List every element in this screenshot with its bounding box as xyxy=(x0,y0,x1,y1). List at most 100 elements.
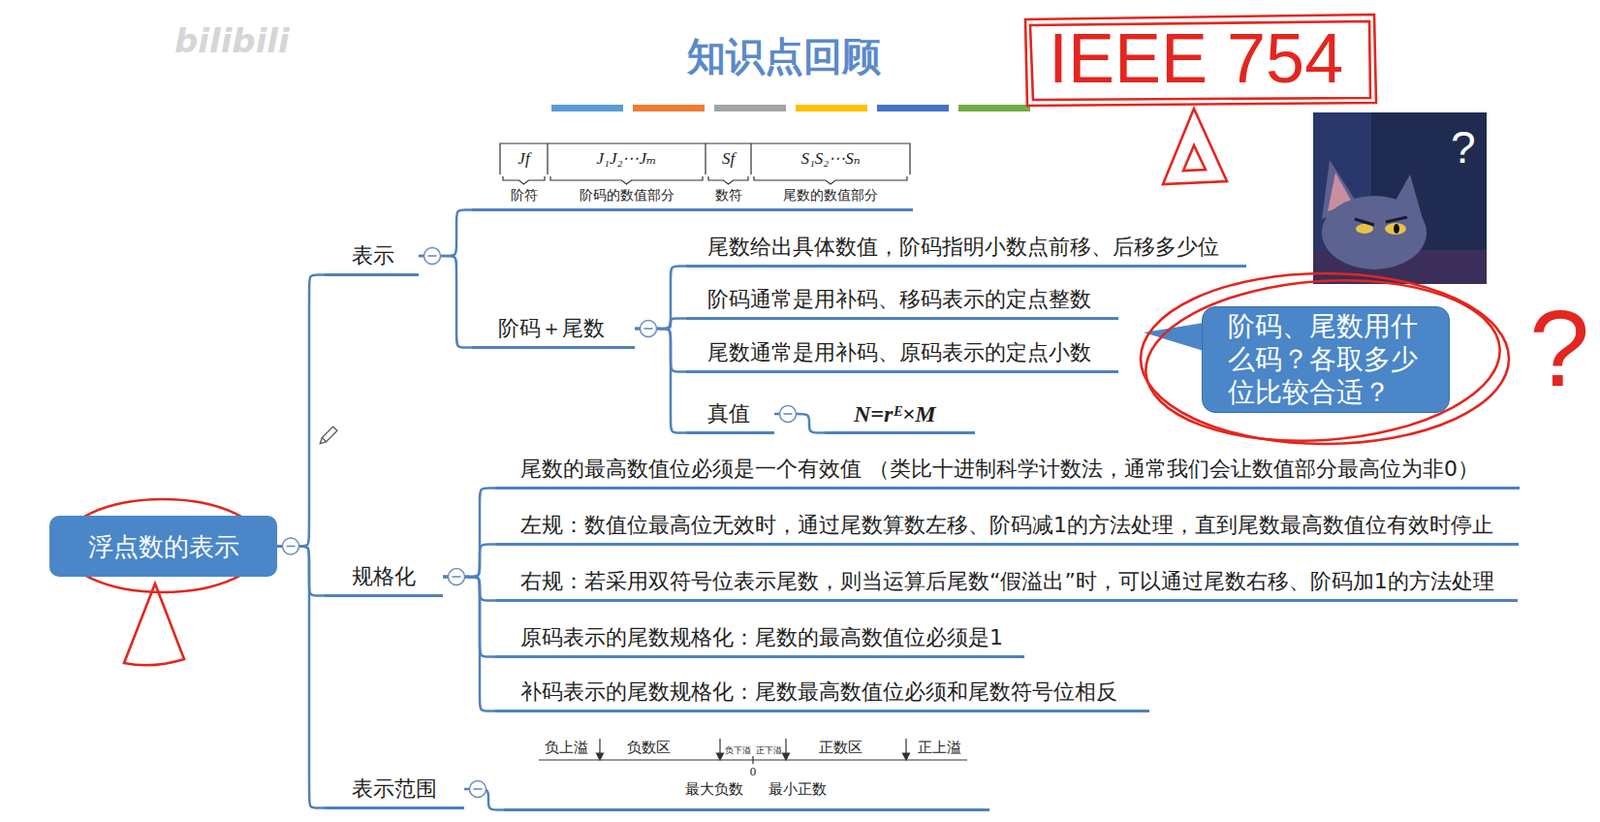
figure-text: S₁S₂⋯Sₙ xyxy=(800,149,860,169)
node-text: 浮点数的表示 xyxy=(88,531,240,563)
node-text: 左规：数值位最高位无效时，通过尾数算数左移、阶码减1的方法处理，直到尾数最高数值… xyxy=(520,511,1494,539)
node-text: 右规：若采用双符号位表示尾数，则当运算后尾数“假溢出”时，可以通过尾数右移、阶码… xyxy=(520,567,1495,596)
axis-ticks xyxy=(599,738,907,764)
format-figure-lines xyxy=(500,143,910,185)
mind-map-connector xyxy=(277,546,325,809)
figure-text: 负下溢 xyxy=(724,745,752,756)
root-node: 浮点数的表示 xyxy=(49,515,278,577)
node-text: N=rᴱ×M xyxy=(853,400,937,428)
collapse-toggle xyxy=(640,320,658,338)
branch-node: 表示范围 xyxy=(324,775,465,810)
figure-text: 负数区 xyxy=(627,738,671,756)
leaf-node: 尾数给出具体数值，阶码指明小数点前移、后移多少位 xyxy=(686,233,1247,268)
node-text: 尾数的最高数值位必须是一个有效值 （类比十进制科学计数法，通常我们会让数值部分最… xyxy=(520,455,1479,483)
leaf-node: 尾数通常是用补码、原码表示的定点小数 xyxy=(686,339,1119,374)
page-title: 知识点回顾 xyxy=(638,29,930,84)
figure-text: 0 xyxy=(750,763,757,780)
bracket xyxy=(550,176,703,185)
branch-node: 规格化 xyxy=(324,563,443,597)
node-text: 原码表示的尾数规格化：尾数的最高数值位必须是1 xyxy=(520,624,1004,652)
image-ground xyxy=(1313,112,1487,284)
cat-eye xyxy=(1355,223,1374,234)
red-box xyxy=(1025,14,1377,106)
color-bar xyxy=(958,104,1031,112)
pencil-tip xyxy=(317,437,326,445)
pencil-body xyxy=(321,426,338,442)
leaf-node: 右规：若采用双符号位表示尾数，则当运算后尾数“假溢出”时，可以通过尾数右移、阶码… xyxy=(495,567,1518,602)
figure-text: 数符 xyxy=(715,188,743,205)
branch-node: 真值 xyxy=(686,400,775,435)
mind-map-connector xyxy=(442,576,496,658)
handwritten-note: IEEE 754 xyxy=(1048,15,1344,101)
node-text: 真值 xyxy=(707,400,751,428)
node-text: 阶码通常是用补码、移码表示的定点整数 xyxy=(707,285,1092,314)
toggle-minus xyxy=(428,254,438,257)
node-text: 尾数通常是用补码、原码表示的定点小数 xyxy=(707,339,1092,367)
mind-map-connector xyxy=(277,546,325,597)
toggle-circle xyxy=(448,568,466,586)
color-bar xyxy=(632,104,705,112)
red-triangle xyxy=(1162,108,1227,185)
collapse-toggle xyxy=(448,568,466,586)
leaf-node: 左规：数值位最高位无效时，通过尾数算数左移、阶码减1的方法处理，直到尾数最高数值… xyxy=(495,511,1519,546)
color-bar xyxy=(714,104,786,112)
arrow-head xyxy=(783,752,790,760)
red-circle xyxy=(62,499,264,593)
collapse-toggle xyxy=(282,537,300,555)
figure-text: J₁J₂⋯Jₘ xyxy=(596,149,658,169)
node-text: 尾数给出具体数值，阶码指明小数点前移、后移多少位 xyxy=(707,233,1220,261)
figure-text: 尾数的数值部分 xyxy=(783,188,879,205)
cat-head xyxy=(1321,195,1427,270)
pencil-icon xyxy=(317,426,338,446)
cat-eye xyxy=(1384,222,1407,235)
red-triangle xyxy=(1183,145,1206,171)
red-circle xyxy=(1140,268,1506,452)
node-text: 表示范围 xyxy=(351,775,438,803)
leaf-node: 阶码通常是用补码、移码表示的定点整数 xyxy=(686,285,1119,320)
bracket xyxy=(502,176,545,185)
figure-text: 阶码的数值部分 xyxy=(579,188,675,205)
leaf-node: 补码表示的尾数规格化：尾数最高数值位必须和尾数符号位相反 xyxy=(495,678,1150,713)
toggle-circle xyxy=(780,406,797,423)
mind-map-connector xyxy=(442,488,496,578)
toggle-circle xyxy=(424,248,441,265)
watermark: bilibili xyxy=(174,21,290,61)
mind-map-connector xyxy=(634,266,687,330)
figure-text: 正下溢 xyxy=(755,745,783,756)
figure-text: Sf xyxy=(721,149,735,169)
figure-text: Jf xyxy=(517,149,530,169)
range-figure-lines xyxy=(538,738,968,764)
node-text: 表示 xyxy=(351,242,395,270)
mind-map-connector xyxy=(277,275,325,547)
toggle-minus xyxy=(452,575,462,578)
figure-text: 正数区 xyxy=(818,738,863,756)
formula-node: N=rᴱ×M xyxy=(824,400,975,435)
toggle-circle xyxy=(640,320,658,338)
image-question-mark: ? xyxy=(1450,122,1476,173)
range-figure: 负上溢负数区负下溢正下溢0正数区正上溢最大负数最小正数 xyxy=(503,728,990,812)
toggle-minus xyxy=(473,787,483,790)
collapse-toggle xyxy=(470,781,487,798)
title-color-bars xyxy=(551,104,1031,112)
arrow-head xyxy=(596,752,604,760)
mind-map-connector xyxy=(634,328,687,434)
leaf-node: 原码表示的尾数规格化：尾数的最高数值位必须是1 xyxy=(495,624,1025,659)
figure-text: 正上溢 xyxy=(917,738,962,756)
toggle-minus xyxy=(784,412,793,415)
node-text: 阶码＋尾数 xyxy=(498,314,605,343)
collapse-toggle xyxy=(780,406,797,423)
bracket xyxy=(708,176,749,185)
format-figure: Jf J₁J₂⋯Jₘ Sf S₁S₂⋯Sₙ 阶符 阶码的数值部分 数符 尾数的数值部分 xyxy=(471,140,913,212)
toggle-minus xyxy=(644,327,654,330)
format-cells xyxy=(500,143,910,175)
leaf-node: 尾数的最高数值位必须是一个有效值 （类比十进制科学计数法，通常我们会让数值部分最… xyxy=(495,455,1520,490)
branch-node: 阶码＋尾数 xyxy=(471,314,635,349)
figure-text: 阶符 xyxy=(510,188,538,205)
red-triangle xyxy=(124,583,185,665)
callout-bubble: 阶码、尾数用什么码？各取多少位比较合适？ xyxy=(1201,306,1450,413)
mind-map-connector xyxy=(442,576,496,712)
node-text: 阶码、尾数用什么码？各取多少位比较合适？ xyxy=(1227,310,1424,409)
cat-brow xyxy=(1354,217,1408,225)
cat-image xyxy=(1313,112,1487,284)
